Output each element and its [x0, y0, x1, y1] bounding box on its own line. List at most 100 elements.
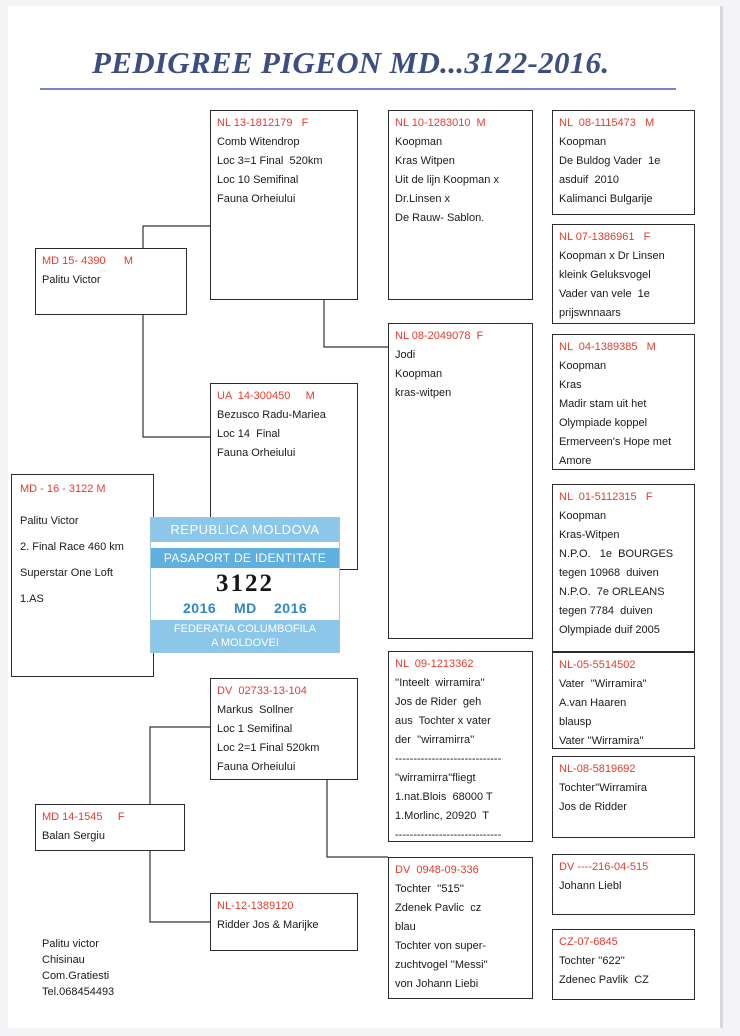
- link-ss-ssd: [323, 300, 388, 348]
- sticker-year-right: 2016: [274, 600, 308, 616]
- separator-line: -----------------------------: [395, 753, 502, 765]
- pigeon-gen5-2: NL 07-1386961 F Koopman x Dr Linsen klei…: [552, 224, 695, 324]
- detail-line: Fauna Orheiului: [217, 193, 296, 205]
- detail-line: Koopman x Dr Linsen: [559, 250, 665, 262]
- detail-line: Johann Liebl: [559, 880, 622, 892]
- detail-line: tegen 10968 duiven: [559, 567, 659, 579]
- detail-line: De Rauw- Sablon.: [395, 212, 485, 224]
- pigeon-dam-dam: NL-12-1389120 Ridder Jos & Marijke: [210, 893, 358, 951]
- owner: Palitu Victor: [20, 515, 79, 527]
- contact-name: Palitu victor: [42, 938, 99, 950]
- ring-number: NL 13-1812179 F: [217, 117, 309, 129]
- detail-line: Ermerveen's Hope met: [559, 436, 672, 448]
- detail-line: Kras-Witpen: [559, 529, 620, 541]
- detail-line: Comb Witendrop: [217, 136, 300, 148]
- detail-line: Fauna Orheiului: [217, 447, 296, 459]
- ring-number: NL 09-1213362: [395, 658, 474, 670]
- sticker-document: PASAPORT DE IDENTITATE: [151, 548, 339, 568]
- pigeon-ssd: NL 08-2049078 F Jodi Koopman kras-witpen: [388, 323, 533, 639]
- detail-line: Tochter''Wirramira: [559, 782, 647, 794]
- detail-line: Madir stam uit het: [559, 398, 647, 410]
- detail-line: aus Tochter x vater: [395, 715, 491, 727]
- detail-line: Koopman: [559, 360, 607, 372]
- ring-number: NL-12-1389120: [217, 900, 294, 912]
- detail-line: Vader van vele 1e: [559, 288, 650, 300]
- detail-line: Ridder Jos & Marijke: [217, 919, 319, 931]
- detail-line: Zdenek Pavlic cz: [395, 902, 482, 914]
- detail-line: De Buldog Vader 1e: [559, 155, 661, 167]
- pigeon-sire-sire: NL 13-1812179 F Comb Witendrop Loc 3=1 F…: [210, 110, 358, 300]
- pigeon-gen5-4: NL 01-5112315 F Koopman Kras-Witpen N.P.…: [552, 484, 695, 652]
- contact-phone: Tel.068454493: [42, 986, 115, 998]
- detail-line: N.P.O. 7e ORLEANS: [559, 586, 665, 598]
- detail-line: tegen 7784 duiven: [559, 605, 653, 617]
- detail-line: Kras: [559, 379, 582, 391]
- separator-line: -----------------------------: [395, 829, 502, 841]
- ring-number: NL 07-1386961 F: [559, 231, 651, 243]
- ring-number: DV ----216-04-515: [559, 861, 649, 873]
- detail-line: A.van Haaren: [559, 697, 627, 709]
- detail-line: Koopman: [395, 136, 443, 148]
- result-line: 2. Final Race 460 km: [20, 541, 124, 553]
- detail-line: Tochter ''622'': [559, 955, 625, 967]
- pigeon-dsd: DV 0948-09-336 Tochter ''515'' Zdenek Pa…: [388, 857, 533, 999]
- detail-line: Jodi: [395, 349, 416, 361]
- ring-number: NL 08-1115473 M: [559, 117, 655, 129]
- ring-number: NL-08-5819692: [559, 763, 636, 775]
- sticker-year-left: 2016: [183, 600, 217, 616]
- detail-line: Tochter ''515'': [395, 883, 464, 895]
- detail-line: Dr.Linsen x: [395, 193, 451, 205]
- detail-line: Vater ''Wirramira'': [559, 735, 644, 747]
- detail-line: 1.Morlinc, 20920 T: [395, 810, 489, 822]
- pigeon-gen5-6: NL-08-5819692 Tochter''Wirramira Jos de …: [552, 756, 695, 838]
- ring-number: NL 08-2049078 F: [395, 330, 484, 342]
- detail-line: asduif 2010: [559, 174, 619, 186]
- pigeon-gen5-8: CZ-07-6845 Tochter ''622'' Zdenec Pavlik…: [552, 929, 695, 1000]
- detail-line: Koopman: [559, 136, 607, 148]
- pigeon-gen5-1: NL 08-1115473 M Koopman De Buldog Vader …: [552, 110, 695, 215]
- ring-number: NL 10-1283010 M: [395, 117, 486, 129]
- detail-line: von Johann Liebi: [395, 978, 479, 990]
- detail-line: Fauna Orheiului: [217, 761, 296, 773]
- ring-number: DV 02733-13-104: [217, 685, 307, 697]
- detail-line: Bezusco Radu-Mariea: [217, 409, 326, 421]
- passport-sticker: REPUBLICA MOLDOVA PASAPORT DE IDENTITATE…: [150, 517, 340, 653]
- ring-number: UA 14-300450 M: [217, 390, 315, 402]
- detail-line: Loc 3=1 Final 520km: [217, 155, 323, 167]
- pigeon-gen5-3: NL 04-1389385 M Koopman Kras Madir stam …: [552, 334, 695, 470]
- contact-city: Chisinau: [42, 954, 85, 966]
- ring-number: NL 04-1389385 M: [559, 341, 656, 353]
- detail-line: Kras Witpen: [395, 155, 455, 167]
- sticker-country: REPUBLICA MOLDOVA: [151, 518, 339, 542]
- contact-commune: Com.Gratiesti: [42, 970, 110, 982]
- detail-line: Tochter von super-: [395, 940, 487, 952]
- detail-line: blau: [395, 921, 416, 933]
- ring-number: NL-05-5514502: [559, 659, 636, 671]
- link-sire: [142, 225, 210, 248]
- result-line: Superstar One Loft: [20, 567, 113, 579]
- title-underline: [40, 88, 676, 90]
- detail-line: der ''wirramirra'': [395, 734, 475, 746]
- detail-line: Loc 1 Semifinal: [217, 723, 293, 735]
- detail-line: Koopman: [559, 510, 607, 522]
- detail-line: Vater ''Wirramira'': [559, 678, 647, 690]
- detail-line: zuchtvogel ''Messi'': [395, 959, 488, 971]
- sticker-number: 3122: [216, 570, 274, 597]
- ring-number: MD - 16 - 3122 M: [20, 483, 106, 495]
- detail-line: prijswnnaars: [559, 307, 621, 319]
- ring-number: NL 01-5112315 F: [559, 491, 653, 503]
- link-dam-dam: [149, 851, 210, 923]
- link-ds-dsd: [326, 780, 388, 858]
- pigeon-main: MD - 16 - 3122 M Palitu Victor 2. Final …: [11, 474, 154, 677]
- detail-line: Kalimanci Bulgarije: [559, 193, 653, 205]
- pigeon-sss: NL 10-1283010 M Koopman Kras Witpen Uit …: [388, 110, 533, 300]
- pigeon-gen5-5: NL-05-5514502 Vater ''Wirramira'' A.van …: [552, 652, 695, 749]
- detail-line: Markus Sollner: [217, 704, 294, 716]
- sticker-federation-line: A MOLDOVEI: [211, 637, 279, 649]
- owner: Balan Sergiu: [42, 830, 105, 842]
- page-title: PEDIGREE PIGEON MD...3122-2016.: [92, 45, 610, 80]
- link-sire-dam: [142, 315, 210, 438]
- detail-line: Uit de lijn Koopman x: [395, 174, 499, 186]
- sticker-federation-line: FEDERATIA COLUMBOFILA: [173, 623, 317, 635]
